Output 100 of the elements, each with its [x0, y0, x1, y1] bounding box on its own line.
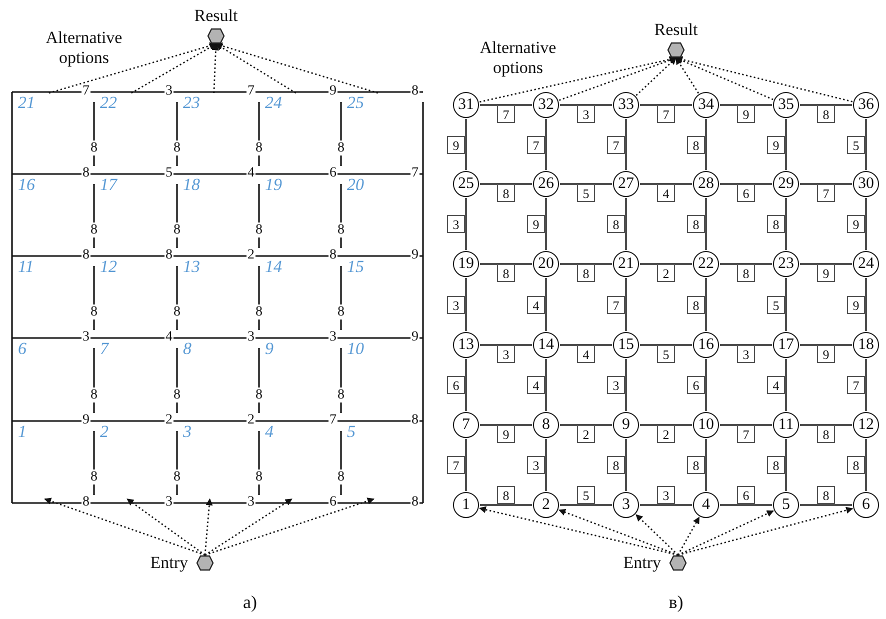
node-label: Entry: [150, 553, 188, 572]
connector-line: [625, 439, 627, 491]
connector-line: [720, 104, 772, 106]
cell-number: 18: [183, 175, 200, 194]
circle-node: 33: [613, 92, 639, 118]
cell-number: 25: [347, 93, 364, 112]
connector-line: [625, 278, 627, 331]
weight-label: 8: [90, 470, 98, 484]
edge-label: 8: [687, 456, 705, 474]
connector-line: [465, 439, 467, 491]
circle-node: 35: [773, 92, 799, 118]
edge-label: 2: [577, 425, 595, 443]
edge-label: 6: [447, 376, 465, 394]
connector-line: [800, 263, 852, 265]
connector-line: [800, 344, 852, 346]
edge-label: 9: [527, 215, 545, 233]
edge-label: 6: [737, 184, 755, 202]
edge-label: 2: [657, 425, 675, 443]
circle-node: 30: [853, 171, 879, 197]
edge-label: 5: [657, 345, 675, 363]
edge-label: 9: [847, 296, 865, 314]
connector-line: [545, 119, 547, 170]
circle-node: 11: [773, 412, 799, 438]
edge-label: 9: [847, 215, 865, 233]
edge-label: 8: [687, 296, 705, 314]
edge-label: 3: [657, 486, 675, 504]
cell-number: 3: [183, 422, 192, 441]
weight-label: 8: [254, 304, 264, 320]
connector-line: [560, 183, 612, 185]
edge-label: 8: [607, 215, 625, 233]
weight-label: 8: [336, 470, 346, 484]
edge-label: 3: [527, 456, 545, 474]
edge-label: 4: [767, 376, 785, 394]
circle-node: 25: [453, 171, 479, 197]
circle-node: 20: [533, 251, 559, 277]
edge-label: 9: [817, 345, 835, 363]
panel-caption: в): [668, 592, 684, 613]
edge-label: 5: [577, 184, 595, 202]
cell-number: 13: [183, 257, 200, 276]
arrow: [675, 57, 700, 94]
weight-label: 8: [254, 388, 264, 402]
connector-line: [785, 278, 787, 331]
cell-number: 11: [18, 257, 34, 276]
circle-node: 12: [853, 412, 879, 438]
circle-node: 13: [453, 332, 479, 358]
arrow: [678, 506, 854, 556]
cell-number: 16: [18, 175, 35, 194]
node-label: Result: [654, 20, 698, 39]
connector-line: [785, 198, 787, 250]
edge-label: 9: [447, 136, 465, 154]
edge-label: 7: [847, 376, 865, 394]
arrow: [131, 43, 217, 94]
cell-number: 6: [18, 339, 26, 358]
circle-node: 17: [773, 332, 799, 358]
edge-label: 3: [737, 345, 755, 363]
weight-label: 8: [254, 222, 264, 238]
arrow: [636, 57, 676, 96]
circle-node: 14: [533, 332, 559, 358]
arrow: [204, 498, 213, 556]
connector-line: [785, 119, 787, 170]
arrow: [126, 498, 206, 556]
circle-node: 18: [853, 332, 879, 358]
circle-node: 19: [453, 251, 479, 277]
connector-line: [560, 344, 612, 346]
node-label: Entry: [623, 553, 661, 572]
circle-node: 28: [693, 171, 719, 197]
connector-line: [560, 504, 612, 506]
circle-node: 34: [693, 92, 719, 118]
cell-number: 20: [347, 175, 364, 194]
edge-label: 5: [767, 296, 785, 314]
cell-number: 2: [100, 422, 108, 441]
connector-line: [625, 198, 627, 250]
edge-label: 8: [817, 105, 835, 123]
connector-line: [560, 104, 612, 106]
edge-label: 9: [817, 264, 835, 282]
connector-line: [640, 263, 692, 265]
weight-label: 8: [90, 304, 98, 320]
weight-label: 8: [90, 140, 98, 156]
edge-label: 8: [687, 215, 705, 233]
connector-line: [865, 198, 867, 250]
edge-label: 4: [527, 376, 545, 394]
edge-label: 7: [447, 456, 465, 474]
connector-line: [625, 119, 627, 170]
weight-label: 8: [90, 388, 98, 402]
cell-number: 10: [347, 339, 364, 358]
circle-node: 21: [613, 251, 639, 277]
circle-node: 4: [693, 492, 719, 518]
circle-node: 10: [693, 412, 719, 438]
edge-label: 8: [687, 136, 705, 154]
cell-number: 1: [18, 422, 26, 441]
edge-label: 8: [817, 425, 835, 443]
edge-label: 3: [607, 376, 625, 394]
connector-line: [480, 504, 532, 506]
edge-label: 8: [847, 456, 865, 474]
cell-number: 23: [183, 93, 200, 112]
circle-node: 2: [533, 492, 559, 518]
edge-label: 7: [497, 105, 515, 123]
arrow: [215, 43, 296, 94]
edge-label: 8: [497, 184, 515, 202]
edge-label: 7: [527, 136, 545, 154]
